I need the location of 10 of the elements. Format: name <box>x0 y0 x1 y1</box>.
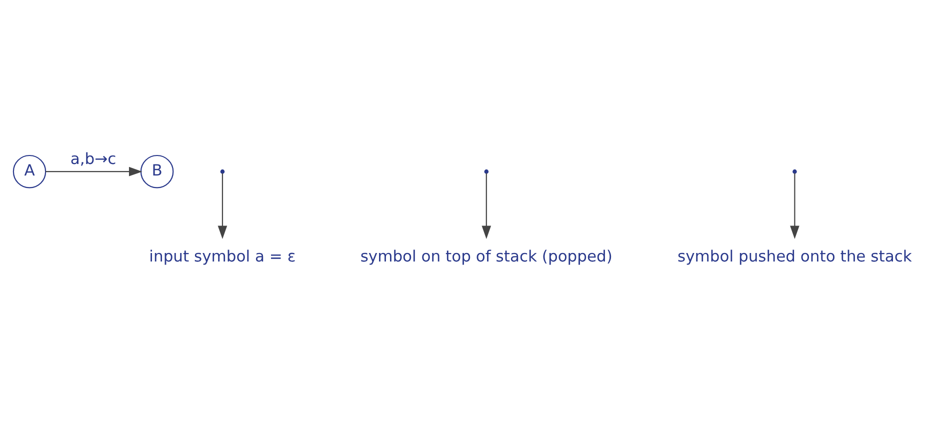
arrow <box>790 172 799 239</box>
edge-label: a,b→c <box>70 150 116 168</box>
arrow <box>217 172 227 239</box>
arrow <box>45 166 142 176</box>
node-text: input symbol a = ε <box>148 247 296 266</box>
node-circle: B <box>140 154 174 188</box>
node-circle: A <box>12 154 46 188</box>
node-text: symbol pushed onto the stack <box>677 247 912 266</box>
node-text: symbol on top of stack (popped) <box>360 247 612 266</box>
arrow <box>481 172 491 239</box>
